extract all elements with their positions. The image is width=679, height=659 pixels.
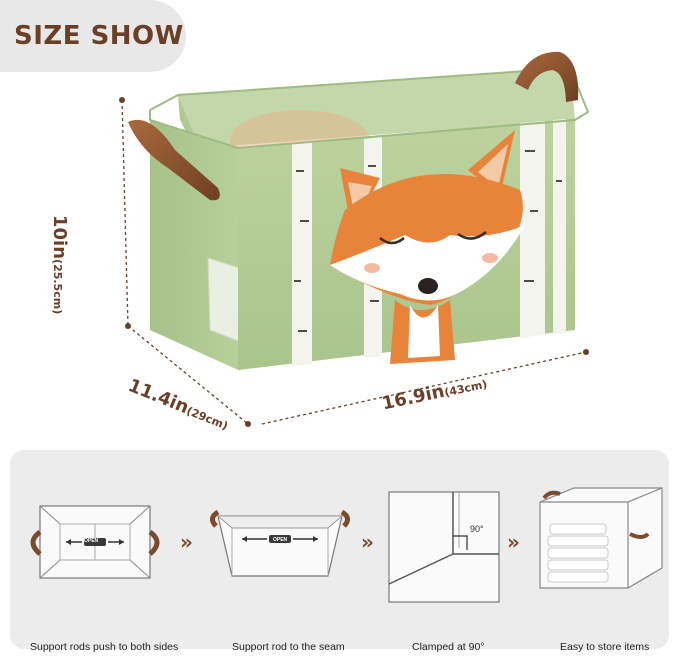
height-dimension-label: 10in(25.5cm) xyxy=(49,215,70,314)
step-2-caption: Support rod to the seam xyxy=(232,641,345,653)
chevron-right-icon: » xyxy=(180,530,193,554)
step-4-caption: Easy to store items xyxy=(560,641,650,653)
step-3-diagram xyxy=(388,491,500,603)
birch-trees xyxy=(292,119,566,366)
storage-bin-illustration xyxy=(119,51,590,427)
right-handle xyxy=(515,51,579,102)
left-handle xyxy=(128,119,220,201)
size-show-badge: SIZE SHOW xyxy=(0,0,186,72)
step-2-diagram xyxy=(210,509,350,577)
step-1-diagram xyxy=(30,505,160,579)
chevron-right-icon: » xyxy=(507,530,520,554)
step-1-caption: Support rods push to both sides xyxy=(30,641,179,653)
chevron-right-icon: » xyxy=(361,530,374,554)
step-2-open-tag: OPEN xyxy=(273,537,288,543)
step-3-angle-tag: 90° xyxy=(470,524,484,534)
height-cm: (25.5cm) xyxy=(51,259,64,315)
height-inches: 10in xyxy=(49,215,70,260)
step-3-caption: Clamped at 90° xyxy=(412,641,485,653)
step-1-open-tag: OPEN xyxy=(84,538,99,544)
fox-character xyxy=(330,130,525,364)
step-4-diagram xyxy=(539,487,663,589)
size-show-title: SIZE SHOW xyxy=(14,21,184,51)
